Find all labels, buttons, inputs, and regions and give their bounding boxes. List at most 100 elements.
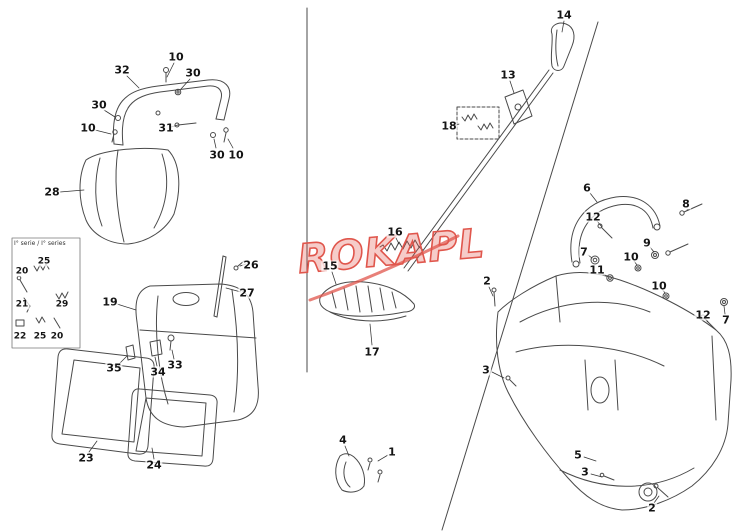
- leader-line-14: [561, 20, 565, 33]
- leader-line-10: [94, 129, 112, 135]
- screw-icon: [377, 469, 383, 475]
- part-label-6: 6: [582, 181, 592, 195]
- leader-line-16: [395, 237, 400, 245]
- part-label-25: 25: [36, 256, 52, 267]
- part-label-16: 16: [386, 225, 404, 239]
- part-label-7: 7: [721, 313, 731, 327]
- leader-line-30: [213, 138, 217, 149]
- part-label-25: 25: [32, 331, 48, 342]
- part-label-30: 30: [208, 148, 226, 162]
- part-label-35: 35: [105, 361, 123, 375]
- part-label-13: 13: [499, 68, 517, 82]
- leader-line-13: [509, 80, 515, 94]
- part-label-4: 4: [338, 433, 348, 447]
- part-label-2: 2: [647, 501, 657, 515]
- bolt-icon: [665, 250, 671, 256]
- part-label-18: 18: [440, 119, 458, 133]
- part-label-26: 26: [242, 258, 260, 272]
- part-label-20: 20: [14, 266, 30, 277]
- inset-box: [11, 237, 81, 349]
- leader-line-2: [653, 495, 660, 504]
- leader-line-24: [151, 447, 155, 460]
- leader-line-23: [88, 440, 98, 453]
- bolt-icon: [597, 223, 603, 229]
- part-label-32: 32: [113, 63, 131, 77]
- washer-icon: [115, 115, 121, 121]
- leader-line-32: [126, 75, 140, 89]
- leader-line-28: [59, 189, 85, 193]
- part-label-34: 34: [149, 365, 167, 379]
- screw-icon: [505, 375, 511, 381]
- bolt-icon: [653, 483, 659, 489]
- leader-line-3: [590, 473, 603, 478]
- bolt-icon: [491, 287, 497, 293]
- part-label-3: 3: [481, 363, 491, 377]
- part-label-10: 10: [650, 279, 668, 293]
- washer-icon: [634, 264, 642, 272]
- watermark-swoosh: [308, 234, 460, 302]
- part-label-10: 10: [622, 250, 640, 264]
- part-label-3: 3: [580, 465, 590, 479]
- leader-line-7: [723, 305, 726, 315]
- part-label-5: 5: [573, 448, 583, 462]
- bolt-icon: [174, 122, 180, 128]
- leader-line-6: [589, 192, 598, 203]
- spring-part: [379, 239, 424, 252]
- bracket-assembly: [335, 453, 383, 493]
- connector-part: [504, 89, 533, 125]
- leader-line-30: [103, 109, 116, 118]
- part-label-2: 2: [482, 274, 492, 288]
- bolt-icon: [679, 210, 685, 216]
- leader-line-34: [154, 356, 158, 367]
- leader-line-30: [180, 78, 191, 90]
- part-label-12: 12: [694, 308, 712, 322]
- part-label-10: 10: [167, 50, 185, 64]
- leader-line-4: [344, 445, 350, 457]
- part-label-27: 27: [238, 286, 256, 300]
- leader-line-19: [116, 303, 137, 311]
- wheel-icon: [638, 482, 658, 502]
- part-label-10: 10: [227, 148, 245, 162]
- divider-diagonal: [441, 21, 599, 531]
- leader-line-10: [166, 62, 175, 78]
- deflector-part: [79, 148, 180, 245]
- leader-line-33: [171, 349, 175, 360]
- part-label-23: 23: [77, 451, 95, 465]
- washer-icon: [651, 251, 659, 259]
- part-label-11: 11: [588, 263, 606, 277]
- part-label-29: 29: [54, 299, 70, 310]
- part-label-30: 30: [90, 98, 108, 112]
- part-label-30: 30: [184, 66, 202, 80]
- washer-icon: [210, 132, 216, 138]
- latch-34: [149, 339, 163, 357]
- part-label-19: 19: [101, 295, 119, 309]
- washer-icon: [720, 298, 728, 306]
- leader-line-10: [227, 138, 234, 149]
- deck-part: [491, 272, 732, 511]
- part-label-22: 22: [12, 331, 28, 342]
- part-label-14: 14: [555, 8, 573, 22]
- spring-icon: [461, 113, 478, 122]
- part-label-17: 17: [363, 345, 381, 359]
- part-label-9: 9: [642, 236, 652, 250]
- spring-icon: [55, 291, 69, 300]
- part-label-1: 1: [387, 445, 397, 459]
- leader-line-2: [488, 286, 494, 297]
- part-label-31: 31: [157, 121, 175, 135]
- part-label-7: 7: [579, 245, 589, 259]
- part-label-21: 21: [14, 299, 30, 310]
- part-label-20: 20: [49, 331, 65, 342]
- part-label-33: 33: [166, 358, 184, 372]
- leader-line-17: [369, 323, 373, 346]
- part-label-10: 10: [79, 121, 97, 135]
- screw-icon: [223, 127, 229, 133]
- part-label-28: 28: [43, 185, 61, 199]
- washer-icon: [174, 88, 182, 96]
- inset-caption: I° serie / I° series: [14, 240, 66, 247]
- part-label-24: 24: [145, 458, 163, 472]
- leader-line-1: [377, 454, 389, 462]
- spring-icon: [477, 122, 494, 131]
